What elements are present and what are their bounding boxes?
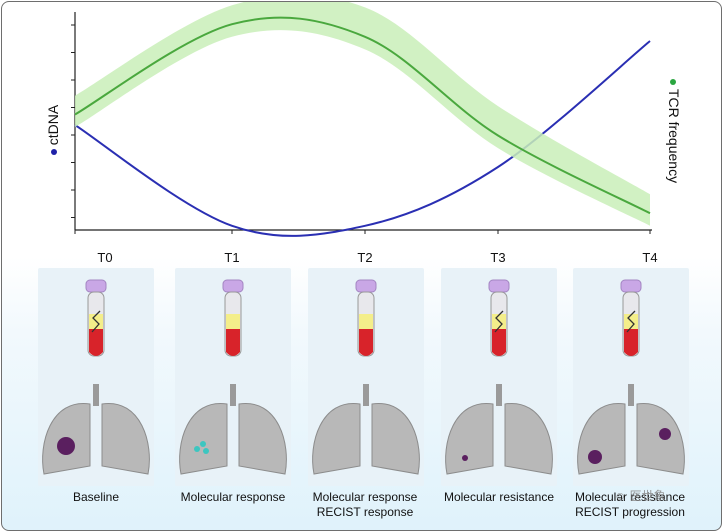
watermark-logo: ☺ 医世象 (614, 489, 666, 503)
ctdna-legend-dot (51, 149, 58, 156)
tumor-cell-icon (200, 441, 206, 447)
tcr-legend-dot (669, 78, 676, 85)
tumor-cell-icon (194, 446, 200, 452)
caption-line-1: Baseline (72, 490, 120, 504)
tcr-axis-label: TCR frequency (666, 71, 682, 191)
right-lung-icon (371, 403, 420, 475)
ctdna-axis-label: ctDNA (45, 95, 61, 165)
dna-helix-icon (626, 310, 636, 333)
tube-cap-icon (488, 279, 510, 293)
trachea (496, 384, 502, 406)
trachea (363, 384, 369, 406)
blood-layer (492, 329, 506, 356)
timepoint-caption: Molecular resistance (429, 490, 569, 505)
caption-line-1: Molecular resistance (574, 490, 686, 504)
left-lung-icon (445, 403, 494, 475)
trachea (93, 384, 99, 406)
tumor-icon (57, 437, 75, 455)
blood-layer (359, 329, 373, 356)
tcr-frequency-line (74, 16, 651, 215)
plasma-layer (226, 314, 240, 329)
right-lung-icon (101, 403, 150, 475)
tumor-cell-icon (203, 448, 209, 454)
caption-line-2: RECIST response (316, 505, 414, 519)
tumor-icon (462, 455, 468, 461)
left-lung-icon (312, 403, 361, 475)
right-lung-icon (238, 403, 287, 475)
tcr-confidence-band (75, 2, 650, 226)
caption-line-1: Molecular resistance (443, 490, 555, 504)
caption-line-2: RECIST progression (575, 505, 685, 519)
wechat-icon: ☺ (614, 489, 630, 503)
timepoint-label-t2: T2 (357, 250, 373, 265)
timepoint-caption: Baseline (26, 490, 166, 505)
timepoint-caption: Molecular response (163, 490, 303, 505)
left-lung-icon (179, 403, 228, 475)
blood-layer (624, 329, 638, 356)
right-lung-icon (636, 403, 685, 475)
right-lung-icon (504, 403, 553, 475)
tube-cap-icon (355, 279, 377, 293)
dna-helix-icon (494, 310, 504, 333)
tube-cap-icon (222, 279, 244, 293)
trachea (230, 384, 236, 406)
timepoint-label-t3: T3 (490, 250, 506, 265)
tumor-icon (659, 428, 671, 440)
dna-helix-icon (91, 310, 101, 333)
tube-cap-icon (85, 279, 107, 293)
caption-line-1: Molecular response (180, 490, 286, 504)
plasma-layer (359, 314, 373, 329)
ctdna-line (74, 40, 651, 237)
trachea (628, 384, 634, 406)
timepoint-label-t1: T1 (224, 250, 240, 265)
blood-layer (226, 329, 240, 356)
blood-layer (89, 329, 103, 356)
timepoint-label-t4: T4 (642, 250, 658, 265)
caption-line-1: Molecular response (312, 490, 418, 504)
tumor-icon (588, 450, 602, 464)
timepoint-label-t0: T0 (97, 250, 113, 265)
tube-cap-icon (620, 279, 642, 293)
